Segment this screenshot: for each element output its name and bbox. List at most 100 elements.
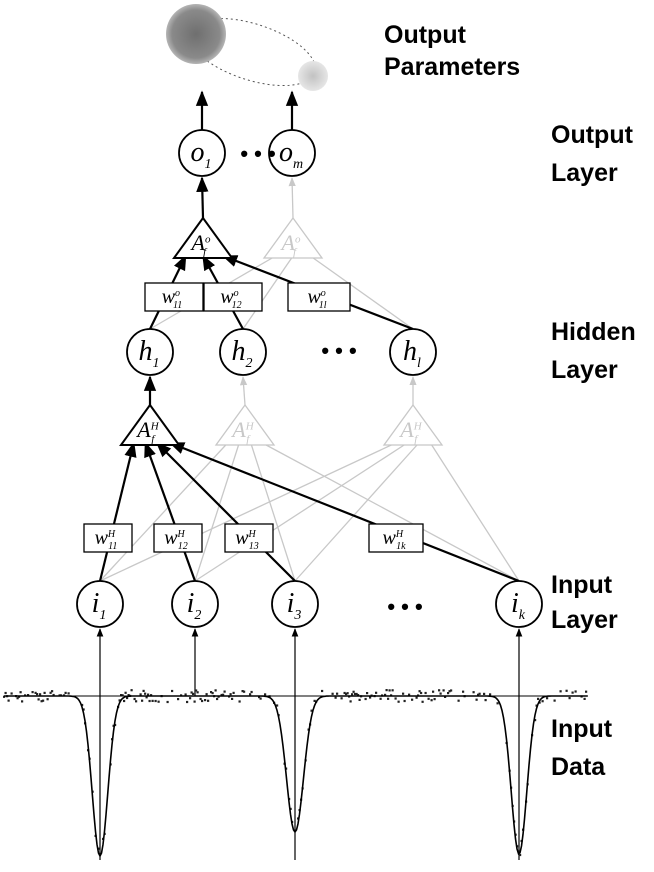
light-curve-point xyxy=(16,697,19,700)
light-curve-point xyxy=(321,689,324,693)
light-curve-point xyxy=(126,696,129,700)
light-curve-point xyxy=(52,693,55,697)
hidden-weight-box-1 xyxy=(83,523,133,553)
primary-star xyxy=(166,4,226,64)
output-weight-box-2 xyxy=(203,282,263,312)
light-curve-point xyxy=(352,690,355,693)
light-curve-point xyxy=(457,699,460,702)
light-curve-point xyxy=(154,699,157,703)
hidden-weight-box-4 xyxy=(368,523,424,553)
light-curve-point xyxy=(534,719,537,722)
light-curve-point xyxy=(31,691,34,694)
active-link-input-to-hidden-activation xyxy=(98,441,137,582)
light-curve-point xyxy=(430,699,433,702)
light-curve-point xyxy=(210,691,213,694)
light-curve-point xyxy=(21,700,24,703)
light-curve-point xyxy=(211,692,214,695)
light-curve-point xyxy=(130,689,133,692)
light-curve-point xyxy=(334,696,337,699)
light-curve-point xyxy=(484,699,487,702)
light-curve-point xyxy=(39,693,42,696)
light-curve-point xyxy=(447,692,450,695)
light-curve-point xyxy=(4,691,7,695)
light-curve-point xyxy=(535,704,538,707)
output-weight-box-1 xyxy=(144,282,204,312)
light-curve-point xyxy=(157,700,160,703)
light-curve-point xyxy=(351,693,354,696)
inactive-link-input-to-hidden-activation xyxy=(99,442,229,582)
light-curve-point xyxy=(403,699,406,703)
light-curve-point xyxy=(343,691,346,695)
hidden-weight-box-3 xyxy=(224,523,274,553)
light-curve-point xyxy=(345,692,348,696)
input-light-curve xyxy=(3,689,588,858)
light-curve-point xyxy=(310,709,313,712)
light-curve-point xyxy=(243,690,246,693)
light-curve-point xyxy=(145,696,148,699)
light-curve-point xyxy=(184,693,187,696)
label-output-layer-line2: Layer xyxy=(551,159,618,187)
light-curve-point xyxy=(19,691,22,694)
light-curve-point xyxy=(7,699,10,702)
light-curve-point xyxy=(51,690,54,693)
input-ellipsis: • • • xyxy=(387,594,422,619)
light-curve-point xyxy=(190,691,193,694)
light-curve-point xyxy=(420,691,423,695)
output-node-m xyxy=(268,129,316,177)
light-curve-point xyxy=(354,692,357,696)
light-curve-point xyxy=(438,689,441,692)
light-curve-point xyxy=(537,697,540,700)
light-curve-point xyxy=(424,691,427,695)
input-node-2 xyxy=(171,580,219,628)
hidden-weight-box-2 xyxy=(153,523,203,553)
light-curve-point xyxy=(384,693,387,696)
light-curve-point xyxy=(375,691,378,694)
light-curve-point xyxy=(276,704,279,707)
light-curve-point xyxy=(388,689,391,692)
label-hidden-layer-line2: Layer xyxy=(551,356,618,384)
active-link-input-to-hidden-activation xyxy=(144,441,197,582)
light-curve-point xyxy=(475,698,478,701)
input-node-k xyxy=(495,580,543,628)
hidden-activation-triangle xyxy=(119,403,181,446)
inactive-link-input-to-hidden-activation xyxy=(294,442,420,582)
light-curve-point xyxy=(118,699,121,702)
light-curve-point xyxy=(195,689,198,692)
light-curve-point xyxy=(583,697,586,700)
hidden-node-2 xyxy=(219,328,267,376)
light-curve-line xyxy=(4,695,588,858)
light-curve-point xyxy=(49,691,52,694)
light-curve-point xyxy=(496,702,499,705)
light-curve-point xyxy=(250,690,253,694)
label-output-layer-line1: Output xyxy=(551,121,634,149)
label-output-parameters-line1: Output xyxy=(384,21,467,49)
light-curve-point xyxy=(205,693,208,696)
input-node-k-label: ik xyxy=(511,588,526,623)
light-curve-point xyxy=(489,693,492,696)
light-curve-point xyxy=(10,692,13,695)
inactive-link-input-to-hidden-activation xyxy=(250,442,296,582)
output-node-1 xyxy=(178,129,226,177)
light-curve-point xyxy=(147,693,150,696)
hidden-ellipsis: • • • xyxy=(321,338,356,363)
light-curve-point xyxy=(483,692,486,695)
light-curve-point xyxy=(397,700,400,703)
active-link-input-to-hidden-activation xyxy=(155,441,296,582)
light-curve-point xyxy=(553,699,556,702)
hidden-node-2-label: h2 xyxy=(232,336,253,371)
light-curve-point xyxy=(123,699,126,703)
light-curve-point xyxy=(462,690,465,693)
light-curve-point xyxy=(249,693,252,696)
light-curve-point xyxy=(421,700,424,703)
light-curve-point xyxy=(358,698,361,701)
output-node-1-label: o1 xyxy=(191,137,212,172)
